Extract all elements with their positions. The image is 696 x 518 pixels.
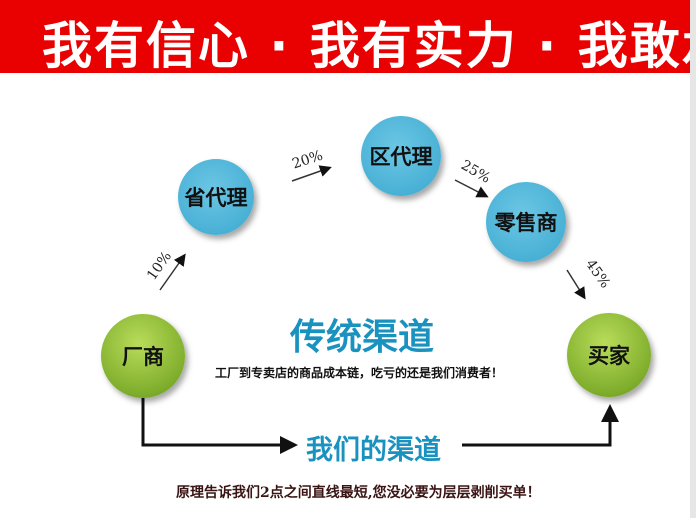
arrow-45 (566, 269, 586, 300)
node-province-agent: 省代理 (178, 159, 254, 235)
node-district-agent: 区代理 (361, 116, 441, 196)
traditional-desc: 工厂到专卖店的商品成本链，吃亏的还是我们消费者！ (215, 366, 504, 380)
arrow-20 (291, 165, 332, 182)
node-label: 买家 (588, 344, 630, 368)
arrow-25 (454, 179, 489, 198)
our-path-right (462, 404, 619, 447)
banner: 我有信心 · 我有实力 · 我敢承诺 (0, 0, 690, 73)
footer-text: 原理告诉我们2点之间直线最短,您没必要为层层剥削买单！ (176, 485, 541, 501)
our-channel-title: 我们的渠道 (306, 435, 441, 466)
node-label: 零售商 (494, 211, 558, 235)
node-label: 区代理 (369, 145, 433, 169)
node-label: 厂商 (122, 345, 164, 369)
arrow-10 (159, 253, 186, 291)
node-retailer: 零售商 (486, 182, 566, 262)
traditional-title: 传统渠道 (290, 317, 435, 358)
node-factory: 厂商 (101, 314, 185, 398)
node-buyer: 买家 (567, 313, 651, 397)
scroll-edge (690, 0, 696, 518)
node-label: 省代理 (184, 186, 248, 210)
banner-slogan: 我有信心 · 我有实力 · 我敢承诺 (42, 17, 690, 73)
our-path-left (141, 398, 298, 454)
